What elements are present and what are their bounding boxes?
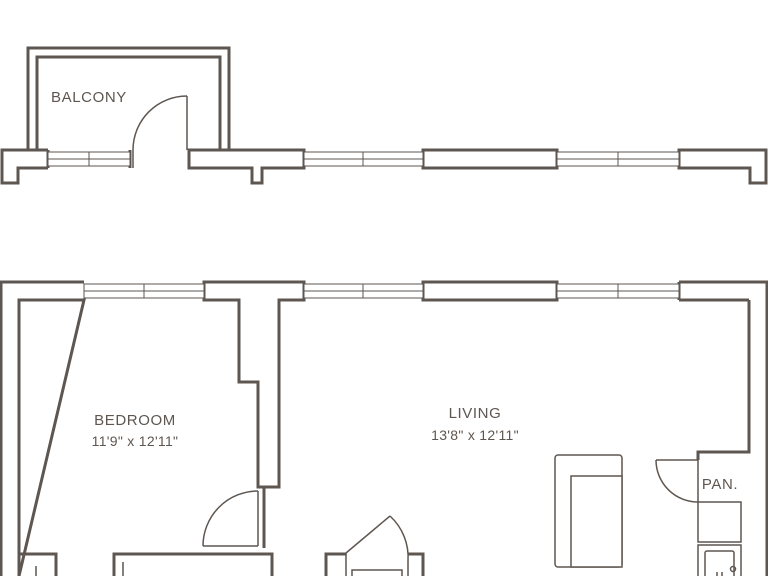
balcony-door-swing [132, 95, 188, 151]
bedroom-size: 11'9" x 12'11" [92, 433, 179, 449]
entry-door-swing [389, 515, 409, 562]
living-size: 13'8" x 12'11" [431, 427, 519, 443]
sink-drain [729, 565, 737, 573]
upper-wall-block-center [421, 148, 559, 170]
window-living-2 [556, 283, 680, 299]
bedroom-door-swing [202, 490, 259, 547]
window-bedroom [83, 283, 205, 299]
balcony-area [26, 46, 231, 150]
upper-wall-right-segment [677, 148, 768, 185]
pantry-label: PAN. [702, 476, 738, 493]
bedroom-door [202, 490, 259, 547]
apartment-walls [0, 280, 768, 576]
pantry-shelf [697, 501, 742, 543]
upper-wall-mid-segment [187, 148, 306, 185]
closet-walls-bottom [19, 552, 274, 576]
balcony-inner-wall [35, 55, 222, 150]
window-living-1 [303, 283, 424, 299]
living-label: LIVING [449, 405, 502, 422]
pantry [655, 459, 742, 576]
lower-windows [83, 283, 680, 299]
entry-door [324, 515, 425, 576]
balcony-door [132, 95, 188, 168]
window-upper-1 [303, 151, 424, 167]
upper-windows [47, 151, 680, 167]
exterior-wall-block [421, 280, 559, 302]
window-upper-2 [556, 151, 680, 167]
exterior-wall-right [679, 280, 768, 576]
kitchen-island [554, 454, 623, 568]
island-counter-inner [570, 475, 623, 568]
bedroom-label: BEDROOM [94, 412, 176, 429]
balcony-label: BALCONY [51, 89, 127, 106]
exterior-wall-mid [202, 280, 306, 489]
entry-door-leaf [345, 515, 391, 554]
window-balcony [47, 151, 131, 167]
exterior-wall-left [0, 280, 86, 576]
pantry-door-swing [655, 459, 699, 503]
balcony-outer-wall [26, 46, 231, 150]
sink-basin [704, 550, 735, 576]
upper-wall-left-segment [0, 148, 48, 185]
